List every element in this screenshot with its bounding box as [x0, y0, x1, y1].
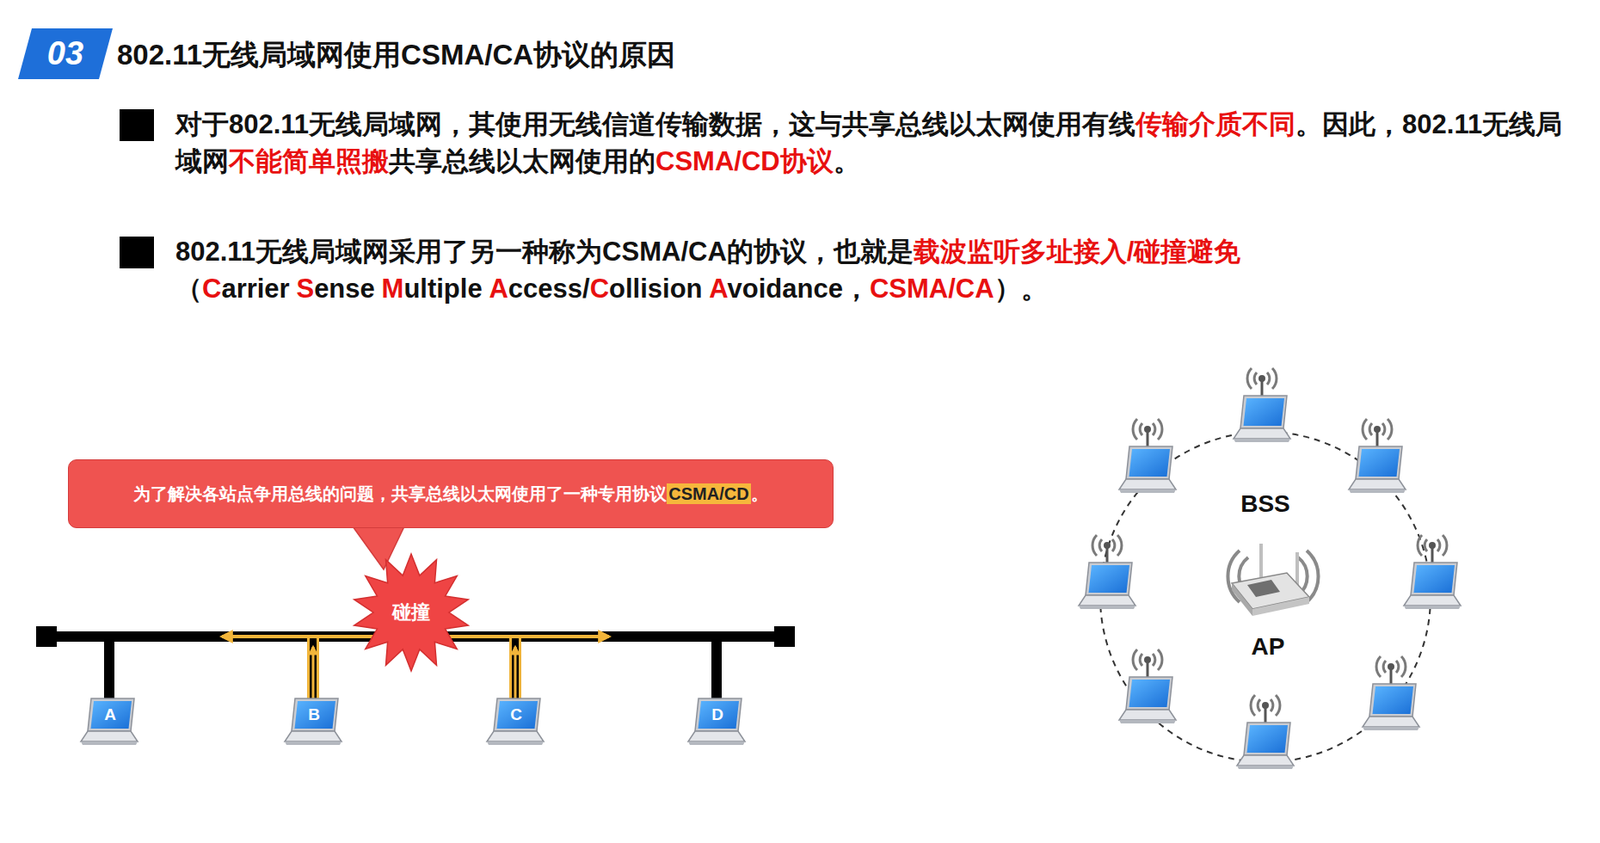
- slide-title: 802.11无线局域网使用CSMA/CA协议的原因: [116, 36, 676, 75]
- bss-label: BSS: [1240, 490, 1291, 518]
- section-badge: 03: [18, 28, 113, 80]
- station-laptop: B: [283, 695, 344, 749]
- badge-fill: [18, 28, 113, 80]
- callout-tail: [352, 526, 405, 570]
- section-number: 03: [47, 35, 84, 73]
- station-letter: A: [89, 701, 131, 728]
- bullet-paragraph: 对于802.11无线局域网，其使用无线信道传输数据，这与共享总线以太网使用有线传…: [175, 105, 1587, 180]
- collision-burst: 碰撞: [350, 552, 472, 673]
- laptop-icon: [1078, 562, 1136, 610]
- highlight-text: C: [590, 273, 610, 304]
- laptop-shape: [486, 698, 544, 745]
- station-laptop: C: [485, 695, 546, 749]
- highlight-text: CSMA/CD协议: [655, 146, 834, 177]
- highlight-text: 传输介质不同: [1135, 109, 1296, 140]
- laptop-icon: [1348, 446, 1406, 493]
- callout-box: 为了解决各站点争用总线的问题，共享总线以太网使用了一种专用协议CSMA/CD。: [67, 459, 834, 529]
- body-text: ense: [313, 273, 376, 304]
- body-text: ccess/: [508, 273, 591, 304]
- laptop-icon: [1233, 395, 1291, 443]
- bullet-square: [119, 236, 154, 269]
- highlight-text: CSMA/CA: [869, 273, 995, 304]
- body-text: ultiple: [403, 273, 482, 304]
- highlight-text: 载波监听多址接入/碰撞避免: [913, 236, 1242, 267]
- station-laptop: D: [686, 695, 747, 749]
- laptop-shape: [688, 698, 745, 745]
- highlight-text: M: [381, 273, 405, 304]
- station-letter: C: [495, 701, 537, 728]
- bullet-paragraph: 802.11无线局域网采用了另一种称为CSMA/CA的协议，也就是载波监听多址接…: [175, 233, 1587, 308]
- laptop-icon: [1403, 562, 1461, 610]
- wifi-antenna: [1247, 368, 1277, 396]
- callout-text: 。: [750, 484, 769, 504]
- collision-label: 碰撞: [392, 599, 431, 626]
- bss-label: AP: [1251, 633, 1286, 661]
- laptop-shape: [80, 698, 138, 745]
- wifi-antenna: [1376, 656, 1406, 684]
- laptop-icon: [1236, 722, 1294, 770]
- body-text: voidance，: [727, 273, 870, 304]
- wifi-antenna: [1132, 418, 1163, 447]
- highlight-text: A: [488, 273, 508, 304]
- laptop-icon: [1362, 683, 1420, 731]
- highlight-text: 不能简单照搬: [228, 146, 389, 177]
- highlight-text: A: [708, 273, 727, 304]
- highlight-text: S: [295, 273, 314, 304]
- laptop-icon: [1119, 676, 1176, 724]
- body-text: 802.11无线局域网采用了另一种称为CSMA/CA的协议，也就是: [175, 236, 914, 267]
- wifi-antenna: [1362, 418, 1392, 447]
- laptop-shape: [284, 698, 342, 745]
- highlight-term: CSMA/CD: [666, 483, 751, 505]
- wifi-antenna: [1092, 535, 1122, 563]
- wireless-stations: [1078, 368, 1461, 770]
- body-text: 共享总线以太网使用的: [388, 146, 656, 177]
- body-text: （: [175, 273, 203, 304]
- callout-text: 为了解决各站点争用总线的问题，共享总线以太网使用了一种专用协议CSMA/CD。: [133, 482, 768, 506]
- bullet-square: [119, 109, 154, 142]
- wifi-antenna: [1132, 649, 1163, 677]
- laptop-icon: [1119, 446, 1176, 493]
- highlight-text: C: [202, 273, 222, 304]
- wifi-antenna: [1417, 535, 1447, 563]
- station-letter: D: [696, 701, 739, 728]
- body-text: 对于802.11无线局域网，其使用无线信道传输数据，这与共享总线以太网使用有线: [175, 109, 1136, 140]
- wifi-antenna: [1250, 695, 1280, 723]
- body-text: ollision: [609, 273, 703, 304]
- station-letter: B: [293, 701, 335, 728]
- access-point: [1227, 543, 1318, 616]
- station-laptop: A: [79, 695, 140, 749]
- burst-fill: [354, 553, 469, 671]
- callout-text: 为了解决各站点争用总线的问题，共享总线以太网使用了一种专用协议: [133, 484, 667, 504]
- body-text: ）。: [994, 273, 1048, 304]
- bss-boundary: [1100, 431, 1431, 763]
- body-text: arrier: [221, 273, 290, 304]
- body-text: 。: [833, 146, 861, 177]
